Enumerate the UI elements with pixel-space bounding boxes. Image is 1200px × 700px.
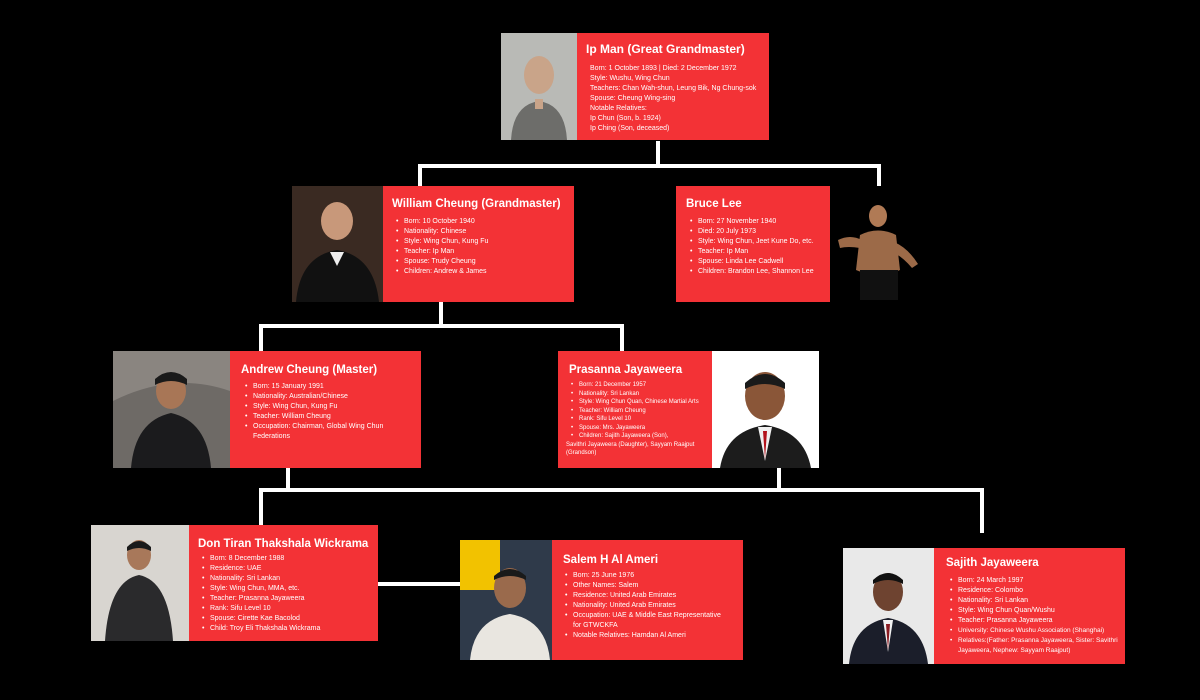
ipman-name: Ip Man (Great Grandmaster)	[586, 42, 745, 56]
prasanna-photo	[712, 351, 819, 468]
salem-card: Salem H Al Ameri Born: 25 June 1976 Othe…	[552, 540, 743, 660]
connector-gen1-horizontal	[418, 164, 881, 168]
detail-item: Spouse: Trudy Cheung	[396, 257, 574, 267]
prasanna-name: Prasanna Jayaweera	[569, 364, 683, 376]
detail-item: Residence: United Arab Emirates	[565, 591, 743, 601]
don-name: Don Tiran Thakshala Wickrama	[198, 538, 369, 550]
sajith-name: Sajith Jayaweera	[946, 557, 1039, 569]
salem-details: Born: 25 June 1976 Other Names: Salem Re…	[563, 571, 743, 641]
william-card: William Cheung (Grandmaster) Born: 10 Oc…	[383, 186, 574, 302]
detail-item: Spouse: Cheung Wing-sing	[590, 95, 676, 102]
detail-item: Child: Troy Eli Thakshala Wickrama	[202, 624, 378, 634]
detail-item: Teacher: William Cheung	[571, 407, 712, 416]
ipman-card: Ip Man (Great Grandmaster) Born: 1 Octob…	[577, 33, 769, 140]
detail-item: Children: Brandon Lee, Shannon Lee	[690, 267, 830, 277]
detail-item: Born: 15 January 1991	[245, 382, 421, 392]
andrew-details: Born: 15 January 1991 Nationality: Austr…	[241, 382, 421, 442]
connector-don-salem	[378, 582, 462, 586]
don-card: Don Tiran Thakshala Wickrama Born: 8 Dec…	[189, 525, 378, 641]
william-name: William Cheung (Grandmaster)	[392, 198, 561, 210]
detail-item: Teacher: Ip Man	[396, 247, 574, 257]
detail-item: Notable Relatives:	[590, 105, 647, 112]
detail-item: Nationality: Sri Lankan	[950, 596, 1125, 606]
detail-item: Ip Chun (Son, b. 1924)	[590, 115, 661, 122]
detail-item: Style: Wing Chun, Kung Fu	[396, 237, 574, 247]
detail-item: Spouse: Mrs. Jayaweera	[571, 424, 712, 433]
detail-item: Style: Wing Chun Quan/Wushu	[950, 606, 1125, 616]
connector-gen3-horizontal	[259, 488, 984, 492]
don-details: Born: 8 December 1988 Residence: UAE Nat…	[198, 554, 378, 634]
connector-to-don	[259, 488, 263, 525]
detail-item: Style: Wing Chun, Kung Fu	[245, 402, 421, 412]
detail-item: Teachers: Chan Wah-shun, Leung Bik, Ng C…	[590, 85, 757, 92]
connector-william-down	[439, 302, 443, 327]
detail-item: Born: 25 June 1976	[565, 571, 743, 581]
detail-item: Nationality: Australian/Chinese	[245, 392, 421, 402]
detail-item: Occupation: Chairman, Global Wing Chun F…	[245, 422, 403, 442]
detail-item: Nationality: United Arab Emirates	[565, 601, 743, 611]
detail-item: Residence: UAE	[202, 564, 378, 574]
bruce-name: Bruce Lee	[686, 198, 742, 210]
william-photo	[292, 186, 383, 302]
connector-prasanna-down	[777, 468, 781, 490]
detail-item: Teacher: Prasanna Jayaweera	[202, 594, 378, 604]
detail-item: Born: 8 December 1988	[202, 554, 378, 564]
connector-to-william	[418, 164, 422, 186]
detail-item: Style: Wing Chun Quan, Chinese Martial A…	[571, 398, 712, 407]
salem-photo	[460, 540, 552, 660]
bruce-photo	[830, 190, 924, 300]
detail-item: Other Names: Salem	[565, 581, 743, 591]
detail-item: Teacher: Ip Man	[690, 247, 830, 257]
detail-item: Teacher: Prasanna Jayaweera	[950, 616, 1125, 626]
william-details: Born: 10 October 1940 Nationality: Chine…	[392, 217, 574, 277]
detail-item: Style: Wushu, Wing Chun	[590, 75, 670, 82]
sajith-card: Sajith Jayaweera Born: 24 March 1997 Res…	[934, 548, 1125, 664]
bruce-card: Bruce Lee Born: 27 November 1940 Died: 2…	[676, 186, 830, 302]
ipman-details: Born: 1 October 1893 | Died: 2 December …	[586, 64, 769, 134]
connector-gen2-horizontal	[259, 324, 624, 328]
detail-item: Nationality: Chinese	[396, 227, 574, 237]
salem-name: Salem H Al Ameri	[563, 554, 659, 566]
andrew-card: Andrew Cheung (Master) Born: 15 January …	[230, 351, 421, 468]
prasanna-details-tail: Savithri Jayaweera (Daughter), Sayyam Ra…	[566, 441, 695, 457]
detail-item: Nationality: Sri Lankan	[202, 574, 378, 584]
detail-item: Style: Wing Chun, MMA, etc.	[202, 584, 378, 594]
sajith-details: Born: 24 March 1997 Residence: Colombo N…	[946, 576, 1125, 656]
andrew-photo	[113, 351, 230, 468]
ipman-photo	[501, 33, 577, 140]
detail-item: Nationality: Sri Lankan	[571, 390, 712, 399]
detail-item: Born: 1 October 1893 | Died: 2 December …	[590, 65, 737, 72]
detail-item: Rank: Sifu Level 10	[571, 415, 712, 424]
detail-item: Occupation: UAE & Middle East Representa…	[565, 611, 725, 631]
detail-item: Style: Wing Chun, Jeet Kune Do, etc.	[690, 237, 830, 247]
detail-item: Children: Sajith Jayaweera (Son),	[571, 432, 712, 441]
connector-to-andrew	[259, 324, 263, 351]
detail-item: Rank: Sifu Level 10	[202, 604, 378, 614]
detail-item: University: Chinese Wushu Association (S…	[950, 626, 1125, 636]
detail-item: Ip Ching (Son, deceased)	[590, 125, 670, 132]
connector-to-sajith	[980, 488, 984, 533]
detail-item: Spouse: Cirette Kae Bacolod	[202, 614, 378, 624]
detail-item: Born: 21 December 1957	[571, 381, 712, 390]
detail-item: Born: 10 October 1940	[396, 217, 574, 227]
detail-item: Children: Andrew & James	[396, 267, 574, 277]
sajith-photo	[843, 548, 934, 664]
connector-to-bruce	[877, 164, 881, 186]
detail-item: Relatives:(Father: Prasanna Jayaweera, S…	[950, 636, 1126, 656]
connector-andrew-down	[286, 468, 290, 490]
prasanna-details: Born: 21 December 1957 Nationality: Sri …	[569, 381, 712, 441]
connector-to-prasanna	[620, 324, 624, 351]
detail-item: Born: 24 March 1997	[950, 576, 1125, 586]
bruce-details: Born: 27 November 1940 Died: 20 July 197…	[686, 217, 830, 277]
andrew-name: Andrew Cheung (Master)	[241, 364, 378, 376]
detail-item: Spouse: Linda Lee Cadwell	[690, 257, 830, 267]
detail-item: Teacher: William Cheung	[245, 412, 421, 422]
detail-item: Died: 20 July 1973	[690, 227, 830, 237]
detail-item: Residence: Colombo	[950, 586, 1125, 596]
connector-ipman-down	[656, 141, 660, 166]
don-photo	[91, 525, 189, 641]
detail-item: Born: 27 November 1940	[690, 217, 830, 227]
prasanna-card: Prasanna Jayaweera Born: 21 December 195…	[558, 351, 712, 468]
detail-item: Notable Relatives: Hamdan Al Ameri	[565, 631, 743, 641]
